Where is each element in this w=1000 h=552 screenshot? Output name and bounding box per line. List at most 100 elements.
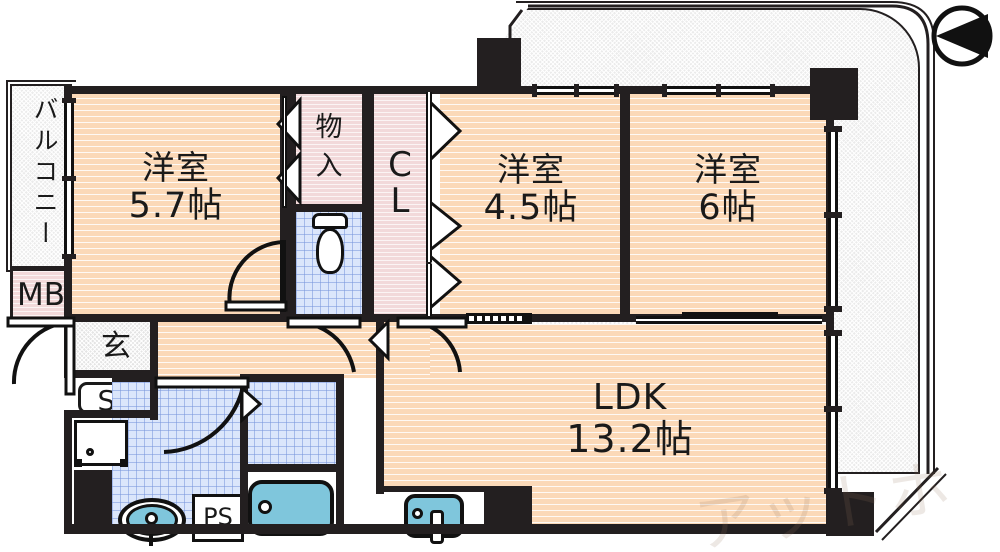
wall-partition-toilet-right xyxy=(362,210,374,322)
window-beb-mullion-bot xyxy=(824,306,842,312)
bedroom-center-name: 洋室 xyxy=(497,150,565,189)
folding-door-washroom[interactable] xyxy=(240,384,263,424)
wall-washroom-bath-divider xyxy=(240,382,248,532)
washbasin-faucet-icon xyxy=(149,522,153,546)
window-bc-mullion-m xyxy=(574,84,579,97)
bedroom-center-area xyxy=(440,92,620,320)
entrance-genkan-area xyxy=(76,320,156,378)
washroom-black-block xyxy=(74,470,112,524)
folding-door-cl-3[interactable] xyxy=(428,252,463,312)
wall-partition-storage-right xyxy=(362,86,374,210)
pillar-bottom-right xyxy=(826,492,874,536)
folding-door-bw-jamb xyxy=(282,96,287,208)
folding-door-cl-1[interactable] xyxy=(428,98,463,164)
wall-genkan-right xyxy=(150,314,158,378)
wall-hall-bottom-left xyxy=(112,374,158,382)
balcony-east-bottom-contour xyxy=(874,466,947,541)
wall-hall-bottom-mid xyxy=(240,374,344,382)
bedroom-west-name: 洋室 xyxy=(142,148,210,187)
closet-cl-label: C L xyxy=(374,145,426,221)
wall-bedrooms-bottom xyxy=(64,314,428,322)
meter-box-area xyxy=(10,268,72,320)
wall-bath-right xyxy=(336,374,344,532)
pillar-top-center xyxy=(477,38,521,88)
bedroom-center-size: 4.5帖 xyxy=(483,187,579,228)
bedroom-west-size: 5.7帖 xyxy=(128,185,224,226)
folding-door-bedroom-west-top[interactable] xyxy=(275,96,302,152)
window-ldk-mullion-mid xyxy=(824,406,842,412)
folding-door-bedroom-west-bottom[interactable] xyxy=(275,150,302,206)
wm-foot-left xyxy=(74,459,82,467)
storage-area xyxy=(296,92,362,210)
wall-sb-bottom xyxy=(72,410,158,418)
pillar-top-right xyxy=(810,68,858,120)
closet-cl-area xyxy=(374,92,426,320)
wall-bottom-outer xyxy=(64,524,834,534)
storage-label-2: 入 xyxy=(315,151,343,183)
bedroom-east-area xyxy=(630,92,826,320)
wall-hall-right xyxy=(376,374,384,494)
pipe-shaft-area xyxy=(192,494,244,542)
window-bc-mullion-r xyxy=(614,84,619,97)
wall-storage-toilet-divider xyxy=(288,204,368,212)
bedroom-east-size: 6帖 xyxy=(698,187,758,228)
window-beb-mullion-top xyxy=(824,126,842,132)
door-toilet[interactable] xyxy=(286,316,362,376)
storage-label: 物 入 xyxy=(296,108,362,186)
window-bedroom-east-balcony xyxy=(828,128,838,312)
meter-box-label: MB xyxy=(16,277,65,313)
folding-door-cl-2[interactable] xyxy=(428,198,463,254)
folding-door-hall-right[interactable] xyxy=(367,318,390,362)
folding-door-cl-jamb-top xyxy=(426,92,432,262)
sliding-door-ldk-bedroom-center[interactable] xyxy=(466,313,532,324)
wm-drain-icon xyxy=(86,448,94,456)
folding-door-cl-jamb-bot xyxy=(426,264,432,316)
window-be-mullion-r xyxy=(770,84,775,97)
window-beb-mullion-mid xyxy=(824,212,842,218)
window-ldk-mullion-bot xyxy=(824,488,842,494)
window-bw-mullion-bot xyxy=(62,254,76,259)
wall-genkan-bottom xyxy=(64,370,156,378)
ldk-size: 13.2帖 xyxy=(566,417,694,462)
storage-label-1: 物 xyxy=(315,112,343,143)
toilet-bowl-icon xyxy=(316,228,344,274)
bedroom-west-label: 洋室 5.7帖 xyxy=(72,148,280,226)
washing-machine-pan-icon xyxy=(74,420,128,466)
ldk-name: LDK xyxy=(592,377,668,418)
window-ldk-mullion-top xyxy=(824,330,842,336)
wall-ldk-kitchen-bottom xyxy=(376,486,486,492)
door-bedroom-west[interactable] xyxy=(224,240,290,316)
washroom-area-right xyxy=(246,382,342,470)
wall-partition-bedroom-center-right xyxy=(620,86,630,322)
bedroom-west-area xyxy=(72,92,280,320)
window-bc-mullion-l xyxy=(532,84,537,97)
door-entrance[interactable] xyxy=(6,316,86,400)
bedroom-east-name: 洋室 xyxy=(694,150,762,189)
bathtub-drain-icon xyxy=(258,500,272,514)
wm-foot-right xyxy=(120,459,128,467)
window-bw-mullion-top xyxy=(62,98,76,103)
window-be-mullion-m xyxy=(716,84,721,97)
balcony-west-area xyxy=(10,84,72,268)
wall-washroom-left xyxy=(64,410,72,528)
window-be-mullion-l xyxy=(662,84,667,97)
bedroom-center-label: 洋室 4.5帖 xyxy=(436,150,626,228)
door-washroom[interactable] xyxy=(154,376,250,458)
wall-top-west xyxy=(70,86,428,94)
balcony-west-label: バルコニー xyxy=(30,96,59,251)
sliding-door-ldk-be-panel xyxy=(682,312,778,317)
toilet-tank-icon xyxy=(312,213,348,229)
kitchen-sink-drain-icon xyxy=(412,508,423,519)
window-bw-mullion-mid xyxy=(62,176,76,181)
closet-label-l: L xyxy=(390,180,410,221)
closet-label-c: C xyxy=(388,145,412,185)
wall-washroom-divider xyxy=(150,378,158,420)
door-bedroom-center[interactable] xyxy=(396,316,468,376)
ldk-label: LDK 13.2帖 xyxy=(520,377,740,462)
window-ldk-balcony xyxy=(828,334,838,494)
bedroom-east-label: 洋室 6帖 xyxy=(630,150,826,228)
entrance-label: 玄 xyxy=(101,329,131,364)
pillar-ldk-bottom xyxy=(484,486,532,530)
sliding-door-ldk-bedroom-east[interactable] xyxy=(636,316,822,324)
